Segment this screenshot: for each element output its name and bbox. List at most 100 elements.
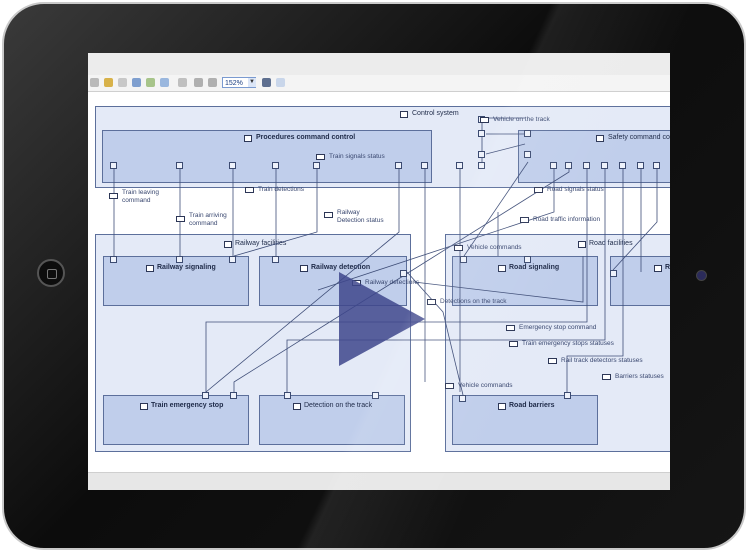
port-out[interactable] <box>564 392 571 399</box>
component-icon <box>244 135 252 142</box>
block-train-emergency-stop[interactable] <box>103 395 249 445</box>
railway-facilities-title: Railway facilities <box>235 240 287 247</box>
port-in[interactable] <box>610 270 617 277</box>
wire-top-1 <box>485 143 526 155</box>
component-icon <box>498 265 506 272</box>
block-safety-command[interactable] <box>518 130 670 183</box>
link-icon <box>602 374 611 380</box>
procedures-title: Procedures command control <box>256 134 356 141</box>
component-icon <box>300 265 308 272</box>
block-road-signaling[interactable] <box>452 256 598 306</box>
toolbar: 152% ▼ <box>88 75 670 92</box>
train-emergency-stop-title: Train emergency stop <box>151 402 224 409</box>
wire-road-signaling-cmd <box>463 161 529 257</box>
port-in[interactable] <box>601 162 608 169</box>
port-in[interactable] <box>619 162 626 169</box>
port-in[interactable] <box>565 162 572 169</box>
port-in[interactable] <box>229 256 236 263</box>
camera-icon <box>696 270 707 281</box>
wire-rail-detector-statuses <box>286 162 606 395</box>
component-icon <box>654 265 662 272</box>
diagram-canvas[interactable]: Control system Procedures command contro… <box>88 92 670 472</box>
port-out[interactable] <box>372 392 379 399</box>
port-in[interactable] <box>421 162 428 169</box>
link-icon <box>245 187 254 193</box>
label-road-signals-status: Road signals status <box>547 186 604 193</box>
play-icon[interactable] <box>339 272 425 366</box>
block-detection-on-track[interactable] <box>259 395 405 445</box>
port-in[interactable] <box>110 162 117 169</box>
link-icon <box>324 212 333 218</box>
port-in[interactable] <box>460 256 467 263</box>
port-in[interactable] <box>202 392 209 399</box>
block-railway-signaling[interactable] <box>103 256 249 306</box>
port-in[interactable] <box>550 162 557 169</box>
port-in[interactable] <box>524 256 531 263</box>
label-detections-on-track: Detections on the track <box>440 298 507 305</box>
road-barriers-title: Road barriers <box>509 402 555 409</box>
component-icon <box>578 241 586 248</box>
select-tool-icon[interactable] <box>90 78 99 87</box>
port-in[interactable] <box>456 162 463 169</box>
component-icon <box>293 403 301 410</box>
road-partial-title: R <box>665 264 670 271</box>
port-out[interactable] <box>284 392 291 399</box>
port-in[interactable] <box>176 256 183 263</box>
export-icon[interactable] <box>276 78 285 87</box>
port-in[interactable] <box>176 162 183 169</box>
port-in[interactable] <box>583 162 590 169</box>
label-railway-detection-status: Railway Detection status <box>337 209 384 224</box>
port-in[interactable] <box>272 256 279 263</box>
link-icon <box>109 193 118 199</box>
port-out[interactable] <box>478 130 485 137</box>
component-icon <box>146 265 154 272</box>
label-vehicle-commands-top: Vehicle commands <box>467 244 522 251</box>
print-icon[interactable] <box>262 78 271 87</box>
label-barriers-statuses: Barriers statuses <box>615 373 664 380</box>
wire-detections-road <box>413 256 584 303</box>
zoom-in-icon[interactable] <box>194 78 203 87</box>
label-emergency-stop-command: Emergency stop command <box>519 324 597 331</box>
link-icon <box>509 341 518 347</box>
port-in[interactable] <box>524 151 531 158</box>
link-icon <box>454 245 463 251</box>
port-in[interactable] <box>524 130 531 137</box>
port-out[interactable] <box>230 392 237 399</box>
port-in[interactable] <box>459 395 466 402</box>
railway-detection-title: Railway detection <box>311 264 371 271</box>
pencil-icon[interactable] <box>104 78 113 87</box>
link-tool-icon[interactable] <box>132 78 141 87</box>
link-icon <box>427 299 436 305</box>
page-icon[interactable] <box>118 78 127 87</box>
label-road-traffic-information: Road traffic information <box>533 216 601 223</box>
link-icon <box>445 383 454 389</box>
component-icon <box>498 403 506 410</box>
component-icon <box>224 241 232 248</box>
port-in[interactable] <box>637 162 644 169</box>
port-out[interactable] <box>478 151 485 158</box>
zoom-out-icon[interactable] <box>208 78 217 87</box>
wire-railway-detection-status <box>233 162 318 257</box>
port-in[interactable] <box>478 162 485 169</box>
home-button[interactable] <box>37 259 65 287</box>
link-icon <box>316 154 325 160</box>
block-road-barriers[interactable] <box>452 395 598 445</box>
label-train-signals-status: Train signals status <box>329 153 385 160</box>
port-in[interactable] <box>395 162 402 169</box>
block-road-partial[interactable] <box>610 256 670 306</box>
port-in[interactable] <box>229 162 236 169</box>
layout-icon[interactable] <box>146 78 155 87</box>
label-train-arriving-command: Train arriving command <box>189 212 227 227</box>
chevron-down-icon[interactable]: ▼ <box>248 78 256 87</box>
port-in[interactable] <box>110 256 117 263</box>
port-in[interactable] <box>272 162 279 169</box>
control-system-title: Control system <box>412 110 459 117</box>
block-procedures-command-control[interactable] <box>102 130 432 183</box>
wire-vehicle-on-track <box>481 117 525 162</box>
port-in[interactable] <box>313 162 320 169</box>
port-in[interactable] <box>653 162 660 169</box>
settings-icon[interactable] <box>178 78 187 87</box>
status-bar <box>88 472 670 490</box>
grid-icon[interactable] <box>160 78 169 87</box>
